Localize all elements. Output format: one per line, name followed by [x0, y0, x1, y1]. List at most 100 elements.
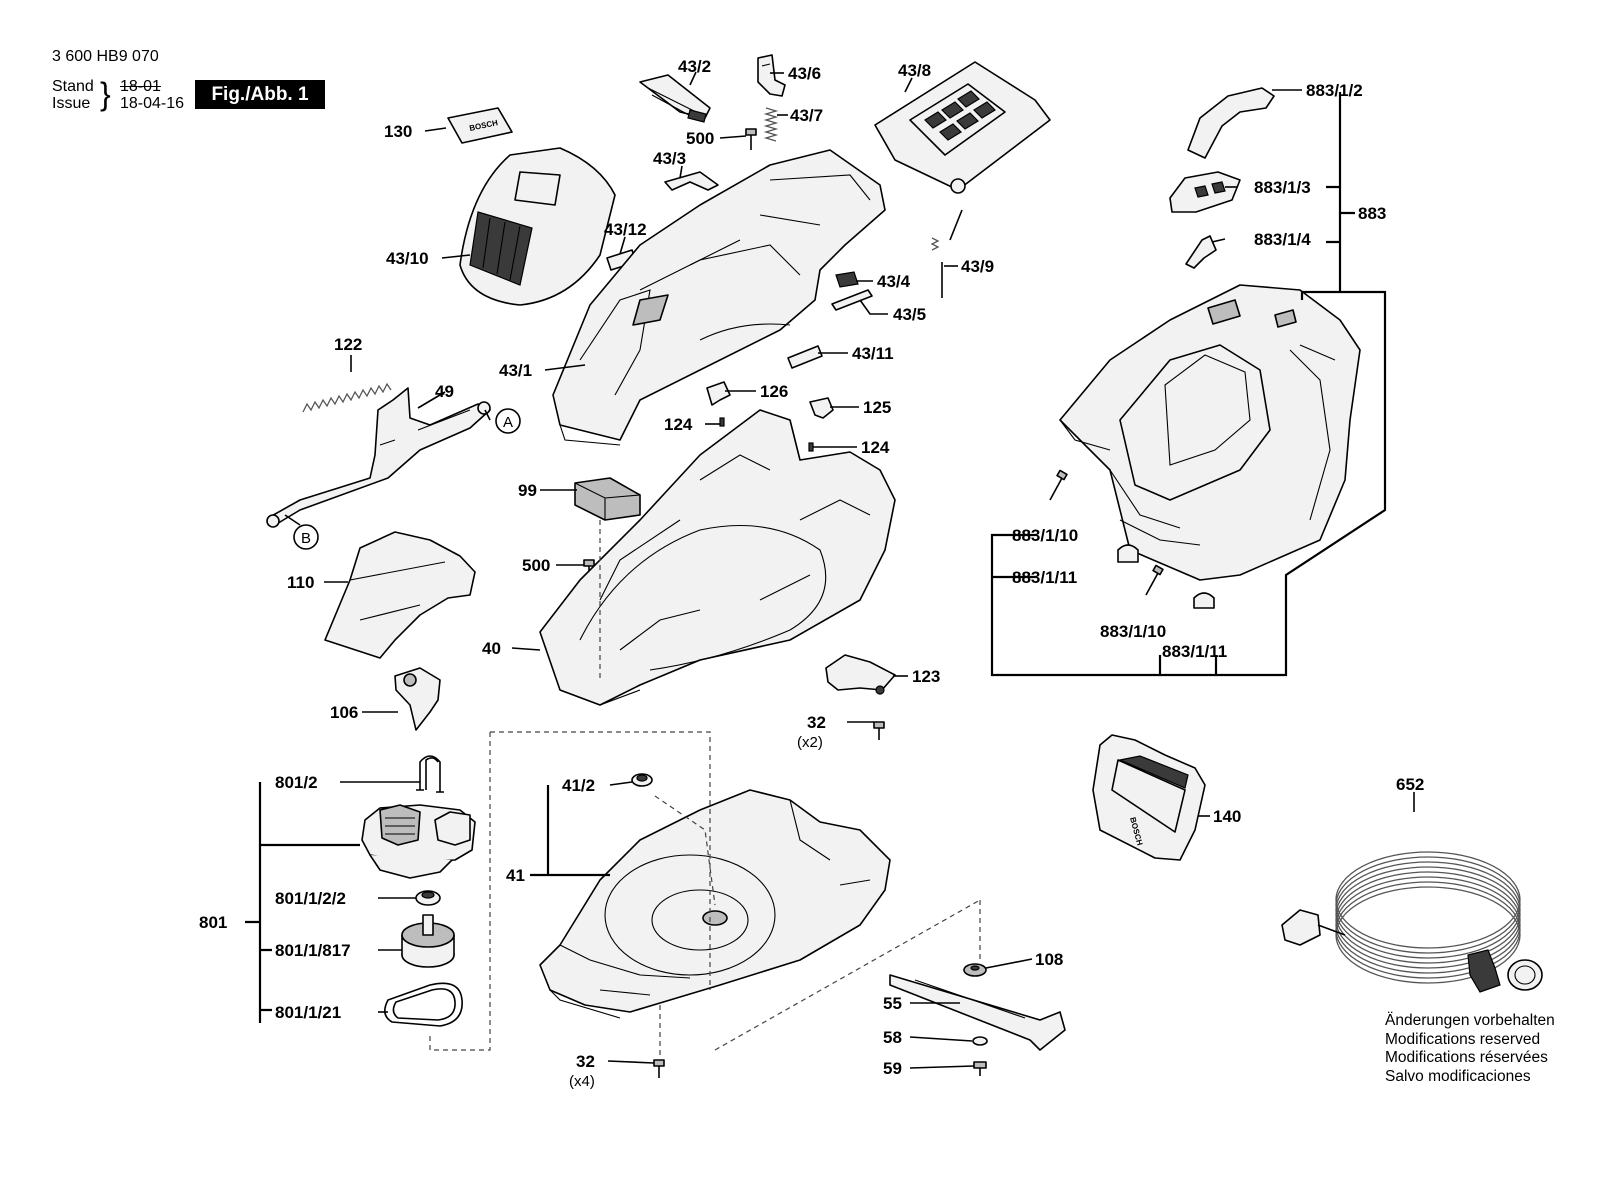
label-110: 110: [287, 573, 314, 592]
label-43-10: 43/10: [386, 249, 429, 268]
stand-label: Stand: [52, 78, 94, 95]
label-125: 125: [863, 398, 891, 417]
part-43-4-button-drawing: [835, 271, 859, 288]
label-40: 40: [482, 639, 501, 658]
modification-notes: Änderungen vorbehalten Modifications res…: [1385, 1012, 1555, 1086]
part-41-deck-drawing: [539, 789, 891, 1019]
part-43-6-switch-drawing: [757, 54, 786, 97]
part-652-cable-drawing: [1281, 851, 1543, 993]
part-801-2-bracket-drawing: [416, 755, 444, 793]
label-500-mid: 500: [522, 556, 550, 575]
part-140-cover-drawing: BOSCH: [1092, 734, 1206, 861]
label-801-1-2-2: 801/1/2/2: [275, 889, 346, 908]
part-108-holder-drawing: [963, 963, 987, 977]
label-500-top: 500: [686, 129, 714, 148]
part-43-3-cap-drawing: [664, 171, 719, 191]
brace-symbol: }: [100, 76, 111, 112]
label-43-3: 43/3: [653, 149, 686, 168]
part-126-clip-drawing: [706, 381, 731, 406]
part-883-1-3-cover-drawing: [1169, 171, 1241, 213]
label-32-b: 32: [576, 1052, 595, 1071]
reference-b-text: B: [301, 530, 311, 547]
part-883-1-11-foot-b-drawing: [1193, 592, 1215, 609]
part-43-1-housing-drawing: [552, 149, 886, 446]
label-43-7: 43/7: [790, 106, 823, 125]
part-500-screw-top-drawing: [745, 128, 757, 150]
label-43-8: 43/8: [898, 61, 931, 80]
part-49-lever-drawing: [266, 387, 491, 528]
label-43-9: 43/9: [961, 257, 994, 276]
label-49: 49: [435, 382, 454, 401]
stand-value-struck: 18-01: [120, 78, 161, 95]
label-130: 130: [384, 122, 412, 141]
label-106: 106: [330, 703, 358, 722]
part-110-deflector-drawing: [324, 531, 476, 659]
reference-a-text: A: [503, 414, 513, 431]
label-43-11: 43/11: [852, 344, 894, 363]
part-125-clip-drawing: [809, 397, 834, 419]
label-58: 58: [883, 1028, 902, 1047]
label-32-a: 32: [807, 713, 826, 732]
label-883-1-10-a: 883/1/10: [1012, 526, 1078, 545]
part-122-spring-drawing: [302, 382, 392, 413]
part-883-grass-box-drawing: [1059, 284, 1361, 581]
label-43-12: 43/12: [604, 220, 647, 239]
part-883-1-10-screw-a-drawing: [1049, 469, 1068, 501]
part-801-1-21-belt-drawing: [384, 982, 463, 1027]
label-59: 59: [883, 1059, 902, 1078]
reference-marker-b: B: [293, 524, 319, 550]
label-652: 652: [1396, 775, 1424, 794]
part-43-11-label-drawing: [787, 345, 823, 369]
part-883-1-11-foot-a-drawing: [1117, 544, 1139, 563]
part-43-9-spring-drawing: [930, 209, 963, 298]
label-883-1-2: 883/1/2: [1306, 81, 1363, 100]
group-brackets: [245, 92, 1387, 1060]
label-108: 108: [1035, 950, 1063, 969]
label-43-6: 43/6: [788, 64, 821, 83]
label-43-2: 43/2: [678, 57, 711, 76]
label-883-1-3: 883/1/3: [1254, 178, 1311, 197]
part-801-motor-drawing: [361, 804, 476, 879]
label-140: 140: [1213, 807, 1241, 826]
label-801-1-21: 801/1/21: [275, 1003, 341, 1022]
label-883: 883: [1358, 204, 1386, 223]
part-883-1-4-latch-drawing: [1185, 235, 1217, 269]
part-43-5-strip-drawing: [831, 289, 873, 311]
note-german: Änderungen vorbehalten: [1385, 1012, 1555, 1029]
part-55-blade-drawing: [889, 974, 1066, 1051]
label-41-2: 41/2: [562, 776, 595, 795]
label-43-5: 43/5: [893, 305, 926, 324]
part-40-chassis-drawing: [539, 409, 896, 706]
label-43-4: 43/4: [877, 272, 911, 291]
label-41: 41: [506, 866, 525, 885]
note-french: Modifications réservées: [1385, 1049, 1548, 1066]
label-122: 122: [334, 335, 362, 354]
part-883-1-2-handle-drawing: [1187, 87, 1275, 159]
label-883-1-11-a: 883/1/11: [1012, 568, 1077, 587]
leader-lines: [284, 71, 1415, 1069]
part-123-flap-drawing: [825, 654, 896, 695]
label-32-a-quantity: (x2): [797, 734, 823, 751]
part-32-screw-x2-drawing: [873, 721, 885, 740]
part-43-2-clip-drawing: [639, 74, 711, 123]
label-883-1-10-b: 883/1/10: [1100, 622, 1166, 641]
label-883-1-11-b: 883/1/11: [1162, 642, 1227, 661]
label-124-a: 124: [664, 415, 693, 434]
label-55: 55: [883, 994, 902, 1013]
note-spanish: Salvo modificaciones: [1385, 1067, 1531, 1085]
part-801-1-2-2-bearing-drawing: [415, 890, 441, 906]
part-43-10-cover-drawing: [459, 147, 616, 306]
part-801-1-817-pulley-drawing: [401, 914, 455, 968]
figure-label: Fig./Abb. 1: [195, 80, 325, 109]
label-123: 123: [912, 667, 940, 686]
part-883-1-10-screw-b-drawing: [1145, 564, 1164, 596]
label-43-1: 43/1: [499, 361, 532, 380]
label-883-1-4: 883/1/4: [1254, 230, 1311, 249]
label-126: 126: [760, 382, 788, 401]
label-124-b: 124: [861, 438, 890, 457]
label-99: 99: [518, 481, 537, 500]
issue-value: 18-04-16: [120, 95, 185, 112]
part-99-block-drawing: [574, 477, 641, 521]
part-43-8-grip-drawing: [874, 61, 1051, 194]
